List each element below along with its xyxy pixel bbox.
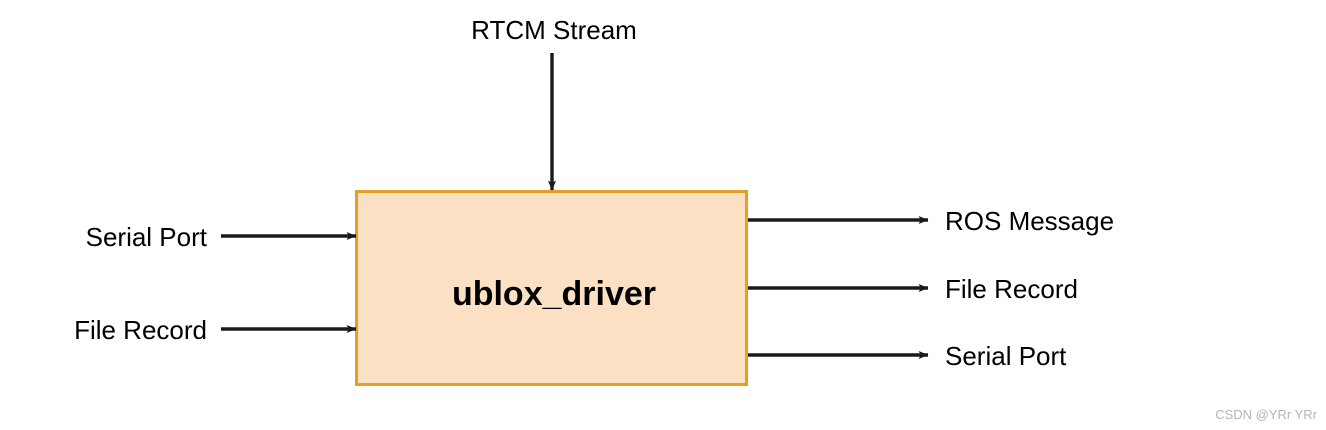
edge-label-output-ros-message: ROS Message [945, 206, 1114, 236]
edge-label-input-file-record: File Record [74, 315, 207, 345]
edge-label-output-file-record: File Record [945, 274, 1078, 304]
node-ublox-driver-box[interactable] [355, 190, 748, 386]
node-ublox-driver-label: ublox_driver [452, 275, 656, 313]
edge-label-rtcm-stream: RTCM Stream [471, 15, 637, 45]
edge-label-input-serial-port: Serial Port [86, 222, 208, 252]
edge-label-output-serial-port: Serial Port [945, 341, 1067, 371]
watermark: CSDN @YRr YRr [1215, 407, 1317, 422]
